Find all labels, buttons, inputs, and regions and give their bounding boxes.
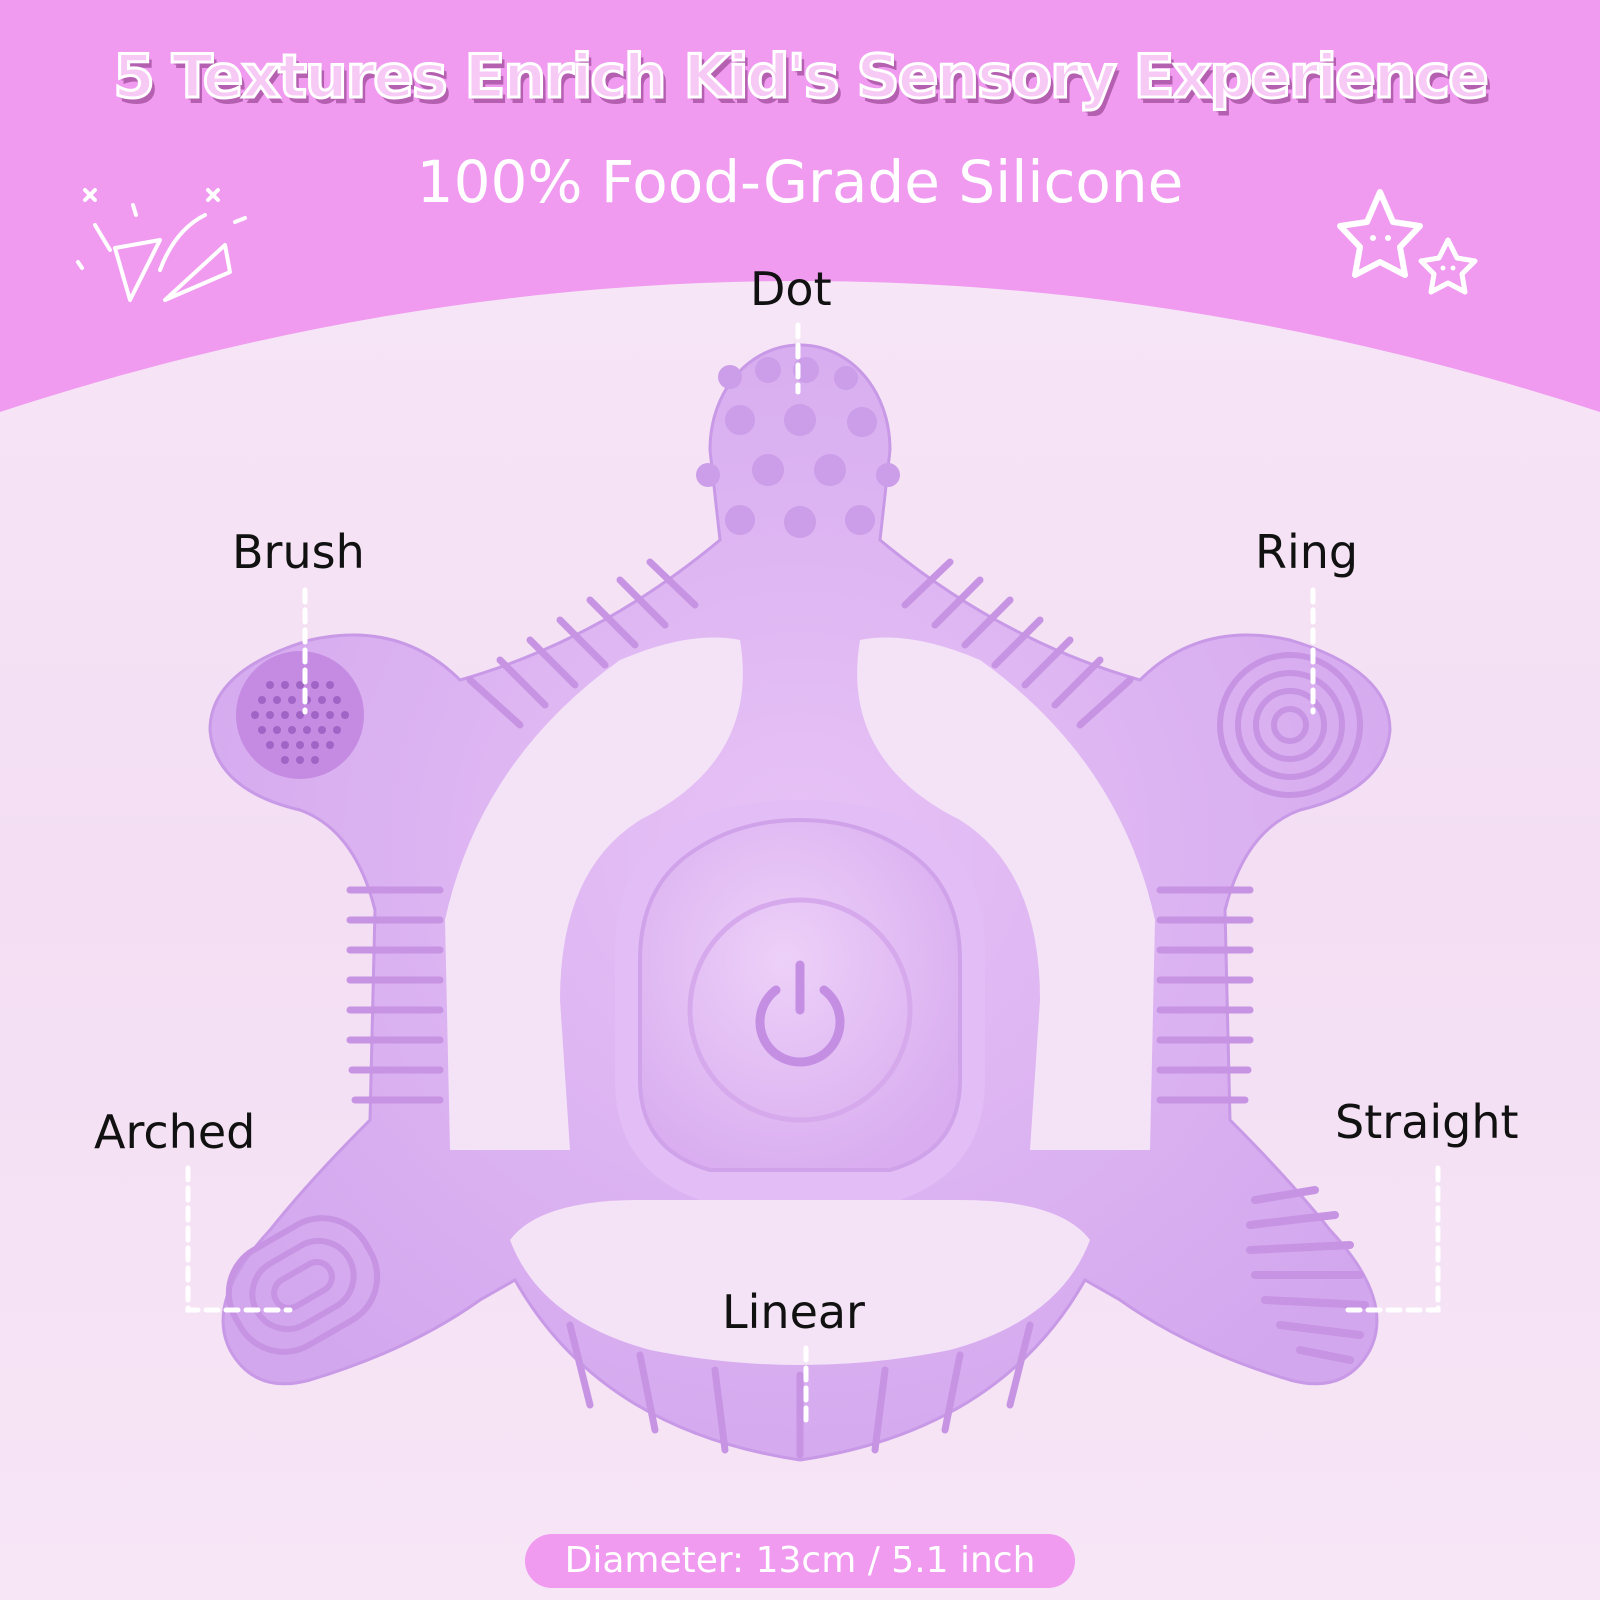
texture-label-linear: Linear: [722, 1285, 865, 1339]
teether-hole-bottom: [510, 1200, 1090, 1365]
leader-lines: [185, 322, 1441, 1423]
confetti-icon: [76, 188, 247, 302]
texture-label-dot: Dot: [750, 262, 832, 316]
ribbed-arms: [346, 558, 1254, 1459]
teether: [208, 343, 1392, 1462]
ring-texture: [1217, 652, 1363, 798]
power-icon: [755, 960, 845, 1067]
texture-label-ring: Ring: [1255, 525, 1359, 579]
page-title: 5 Textures Enrich Kid's Sensory Experien…: [112, 41, 1491, 114]
teether-hole-right: [857, 637, 1155, 1150]
brush-bristles: [251, 681, 349, 764]
diameter-badge: Diameter: 13cm / 5.1 inch: [525, 1534, 1075, 1588]
star-icon: [1418, 237, 1478, 295]
texture-label-brush: Brush: [232, 525, 365, 579]
dot-texture: [696, 357, 900, 538]
straight-texture: [1246, 1186, 1369, 1364]
texture-label-arched: Arched: [94, 1105, 256, 1159]
teether-hole-left: [445, 637, 743, 1150]
star-icon: [1337, 189, 1423, 278]
texture-label-straight: Straight: [1335, 1095, 1519, 1149]
header-band: [0, 0, 1600, 412]
page-subtitle: 100% Food-Grade Silicone: [416, 148, 1184, 216]
